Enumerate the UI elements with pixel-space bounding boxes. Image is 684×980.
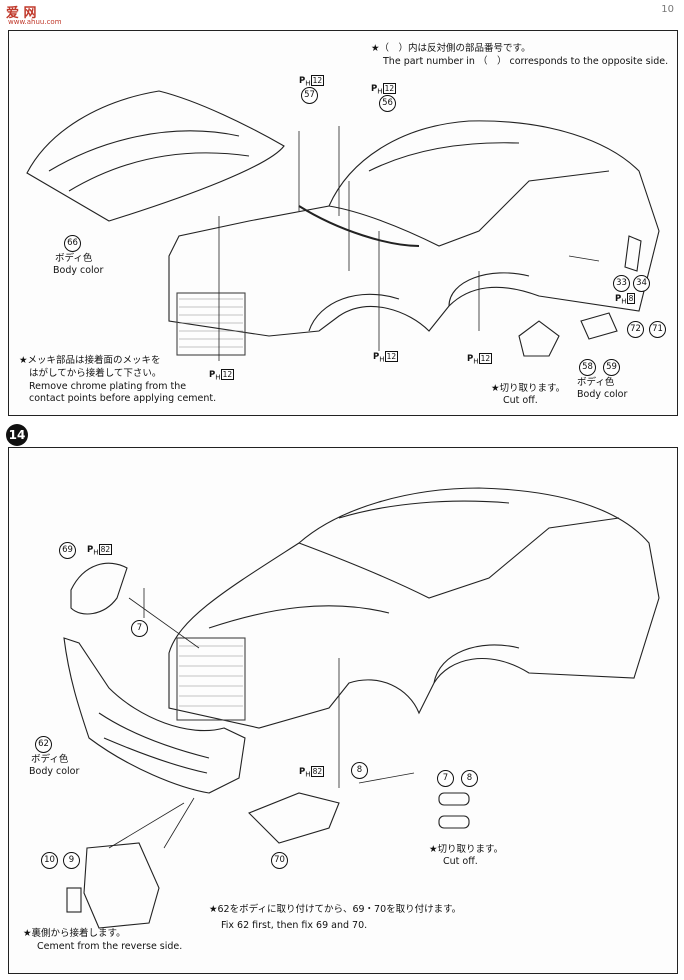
- note-chrome-en-1: Remove chrome plating from the: [29, 381, 187, 392]
- front-mesh: [176, 637, 246, 721]
- page-number: 10: [661, 4, 674, 15]
- part-66: 66: [64, 235, 81, 252]
- car-body-outline: [168, 487, 660, 729]
- trim-70: [248, 792, 340, 844]
- note-chrome-en-2: contact points before applying cement.: [29, 393, 217, 404]
- part-7: 7: [437, 770, 454, 787]
- body-color-en: Body color: [29, 766, 80, 777]
- cut-off-jp: ★切り取ります。: [491, 383, 566, 394]
- part-34: 34: [633, 275, 650, 292]
- front-mesh: [176, 292, 246, 356]
- body-color-jp: ボディ色: [31, 754, 69, 765]
- front-bumper-62: [63, 637, 246, 794]
- step-number-badge: 14: [6, 424, 28, 446]
- note-order-jp: ★62をボディに取り付けてから、69・70を取り付けます。: [209, 904, 462, 915]
- note-order-en: Fix 62 first, then fix 69 and 70.: [221, 920, 368, 931]
- note-part-number-jp: ★（ ）内は反対側の部品番号です。: [371, 43, 531, 54]
- body-color-en: Body color: [53, 265, 104, 276]
- watermark-logo: 爱 网: [6, 6, 37, 21]
- part-59: 59: [603, 359, 620, 376]
- part-69: 69: [59, 542, 76, 559]
- part-70: 70: [271, 852, 288, 869]
- part-72: 72: [627, 321, 644, 338]
- part-8: 8: [351, 762, 368, 779]
- body-color-jp: ボディ色: [577, 377, 615, 388]
- part-9: 9: [63, 852, 80, 869]
- cut-off-en: Cut off.: [503, 395, 538, 406]
- part-57: 57: [301, 87, 318, 104]
- note-chrome-jp-1: ★メッキ部品は接着面のメッキを: [19, 355, 161, 366]
- part-33: 33: [613, 275, 630, 292]
- part-58: 58: [579, 359, 596, 376]
- car-body-outline: [168, 120, 660, 337]
- note-cement-reverse-jp: ★裏側から接着します。: [23, 928, 126, 939]
- side-mirror: [518, 320, 560, 357]
- body-color-en: Body color: [577, 389, 628, 400]
- cut-off-jp: ★切り取ります。: [429, 844, 504, 855]
- part-7: 7: [131, 620, 148, 637]
- body-assembly-drawing: [26, 90, 660, 361]
- hood-part-66: [26, 90, 285, 222]
- part-10: 10: [41, 852, 58, 869]
- part-56: 56: [379, 95, 396, 112]
- step-panel-body-assembly: ★（ ）内は反対側の部品番号です。 The part number in （ ）…: [8, 30, 678, 416]
- headlight-69: [70, 562, 128, 615]
- part-8: 8: [461, 770, 478, 787]
- body-color-jp: ボディ色: [55, 253, 93, 264]
- note-chrome-jp-2: はがしてから接着して下さい。: [29, 368, 162, 379]
- note-cement-reverse-en: Cement from the reverse side.: [37, 941, 183, 952]
- cut-off-en: Cut off.: [443, 856, 478, 867]
- watermark-url: www.ahuu.com: [8, 18, 62, 26]
- part-71: 71: [649, 321, 666, 338]
- note-part-number-en: The part number in （ ） corresponds to th…: [383, 56, 669, 67]
- part-62: 62: [35, 736, 52, 753]
- front-bumper-assembly-drawing: [63, 487, 660, 929]
